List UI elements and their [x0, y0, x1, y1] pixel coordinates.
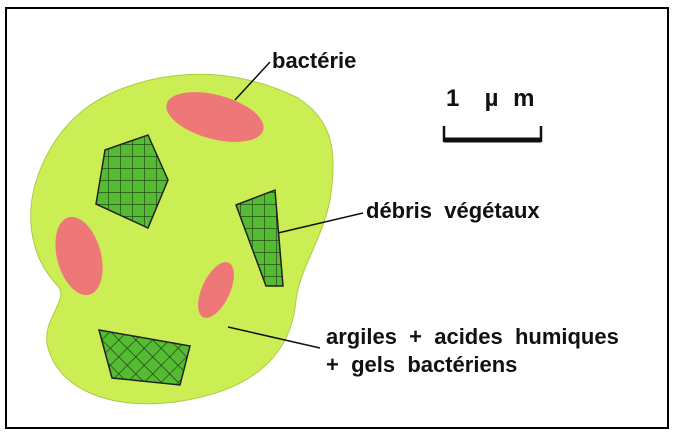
label-debris-vegetaux: débris végétaux	[366, 198, 540, 223]
label-argiles-line-2: + gels bactériens	[326, 352, 517, 377]
label-argiles-line-1: argiles + acides humiques	[326, 324, 619, 349]
label-bacterie: bactérie	[272, 48, 356, 73]
scale-bar	[444, 126, 541, 142]
scale-bar-label: 1 µ m	[446, 85, 539, 112]
